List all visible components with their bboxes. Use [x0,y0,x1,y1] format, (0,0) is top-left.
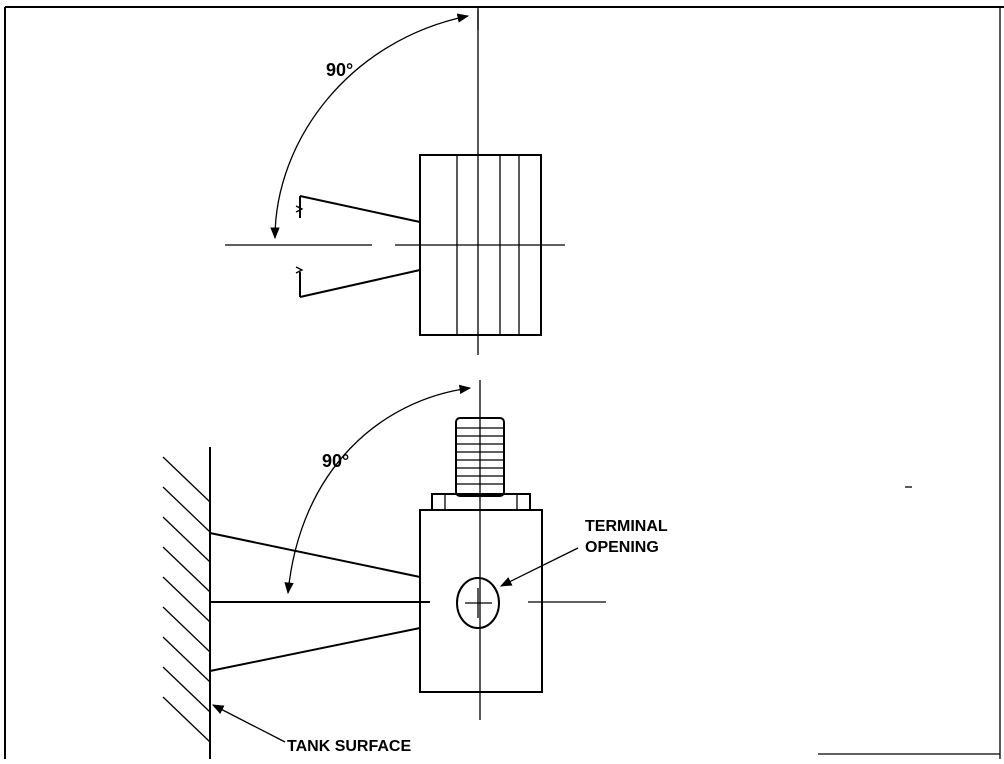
terminal-opening-leader [499,547,579,587]
side-angle-arc-arrow [284,384,472,595]
tank-surface-wall [162,447,211,759]
terminal-opening [456,577,500,629]
side-view: 90° TERMINAL OPENING TANK SURFACE [162,380,668,759]
top-angle-arc-arrow [270,13,470,240]
scan-marks [818,486,1000,755]
drawing-frame [4,6,1004,759]
tank-surface-label: TANK SURFACE [287,738,411,755]
tank-surface-leader [211,704,286,743]
top-tapered-lug [295,195,421,298]
terminal-opening-label-line1: TERMINAL [585,518,668,535]
side-terminal-body [419,509,543,693]
top-view: 90° [225,10,565,355]
top-angle-label: 90° [326,60,353,80]
terminal-opening-label-line2: OPENING [585,539,659,556]
side-angle-label: 90° [322,451,349,471]
